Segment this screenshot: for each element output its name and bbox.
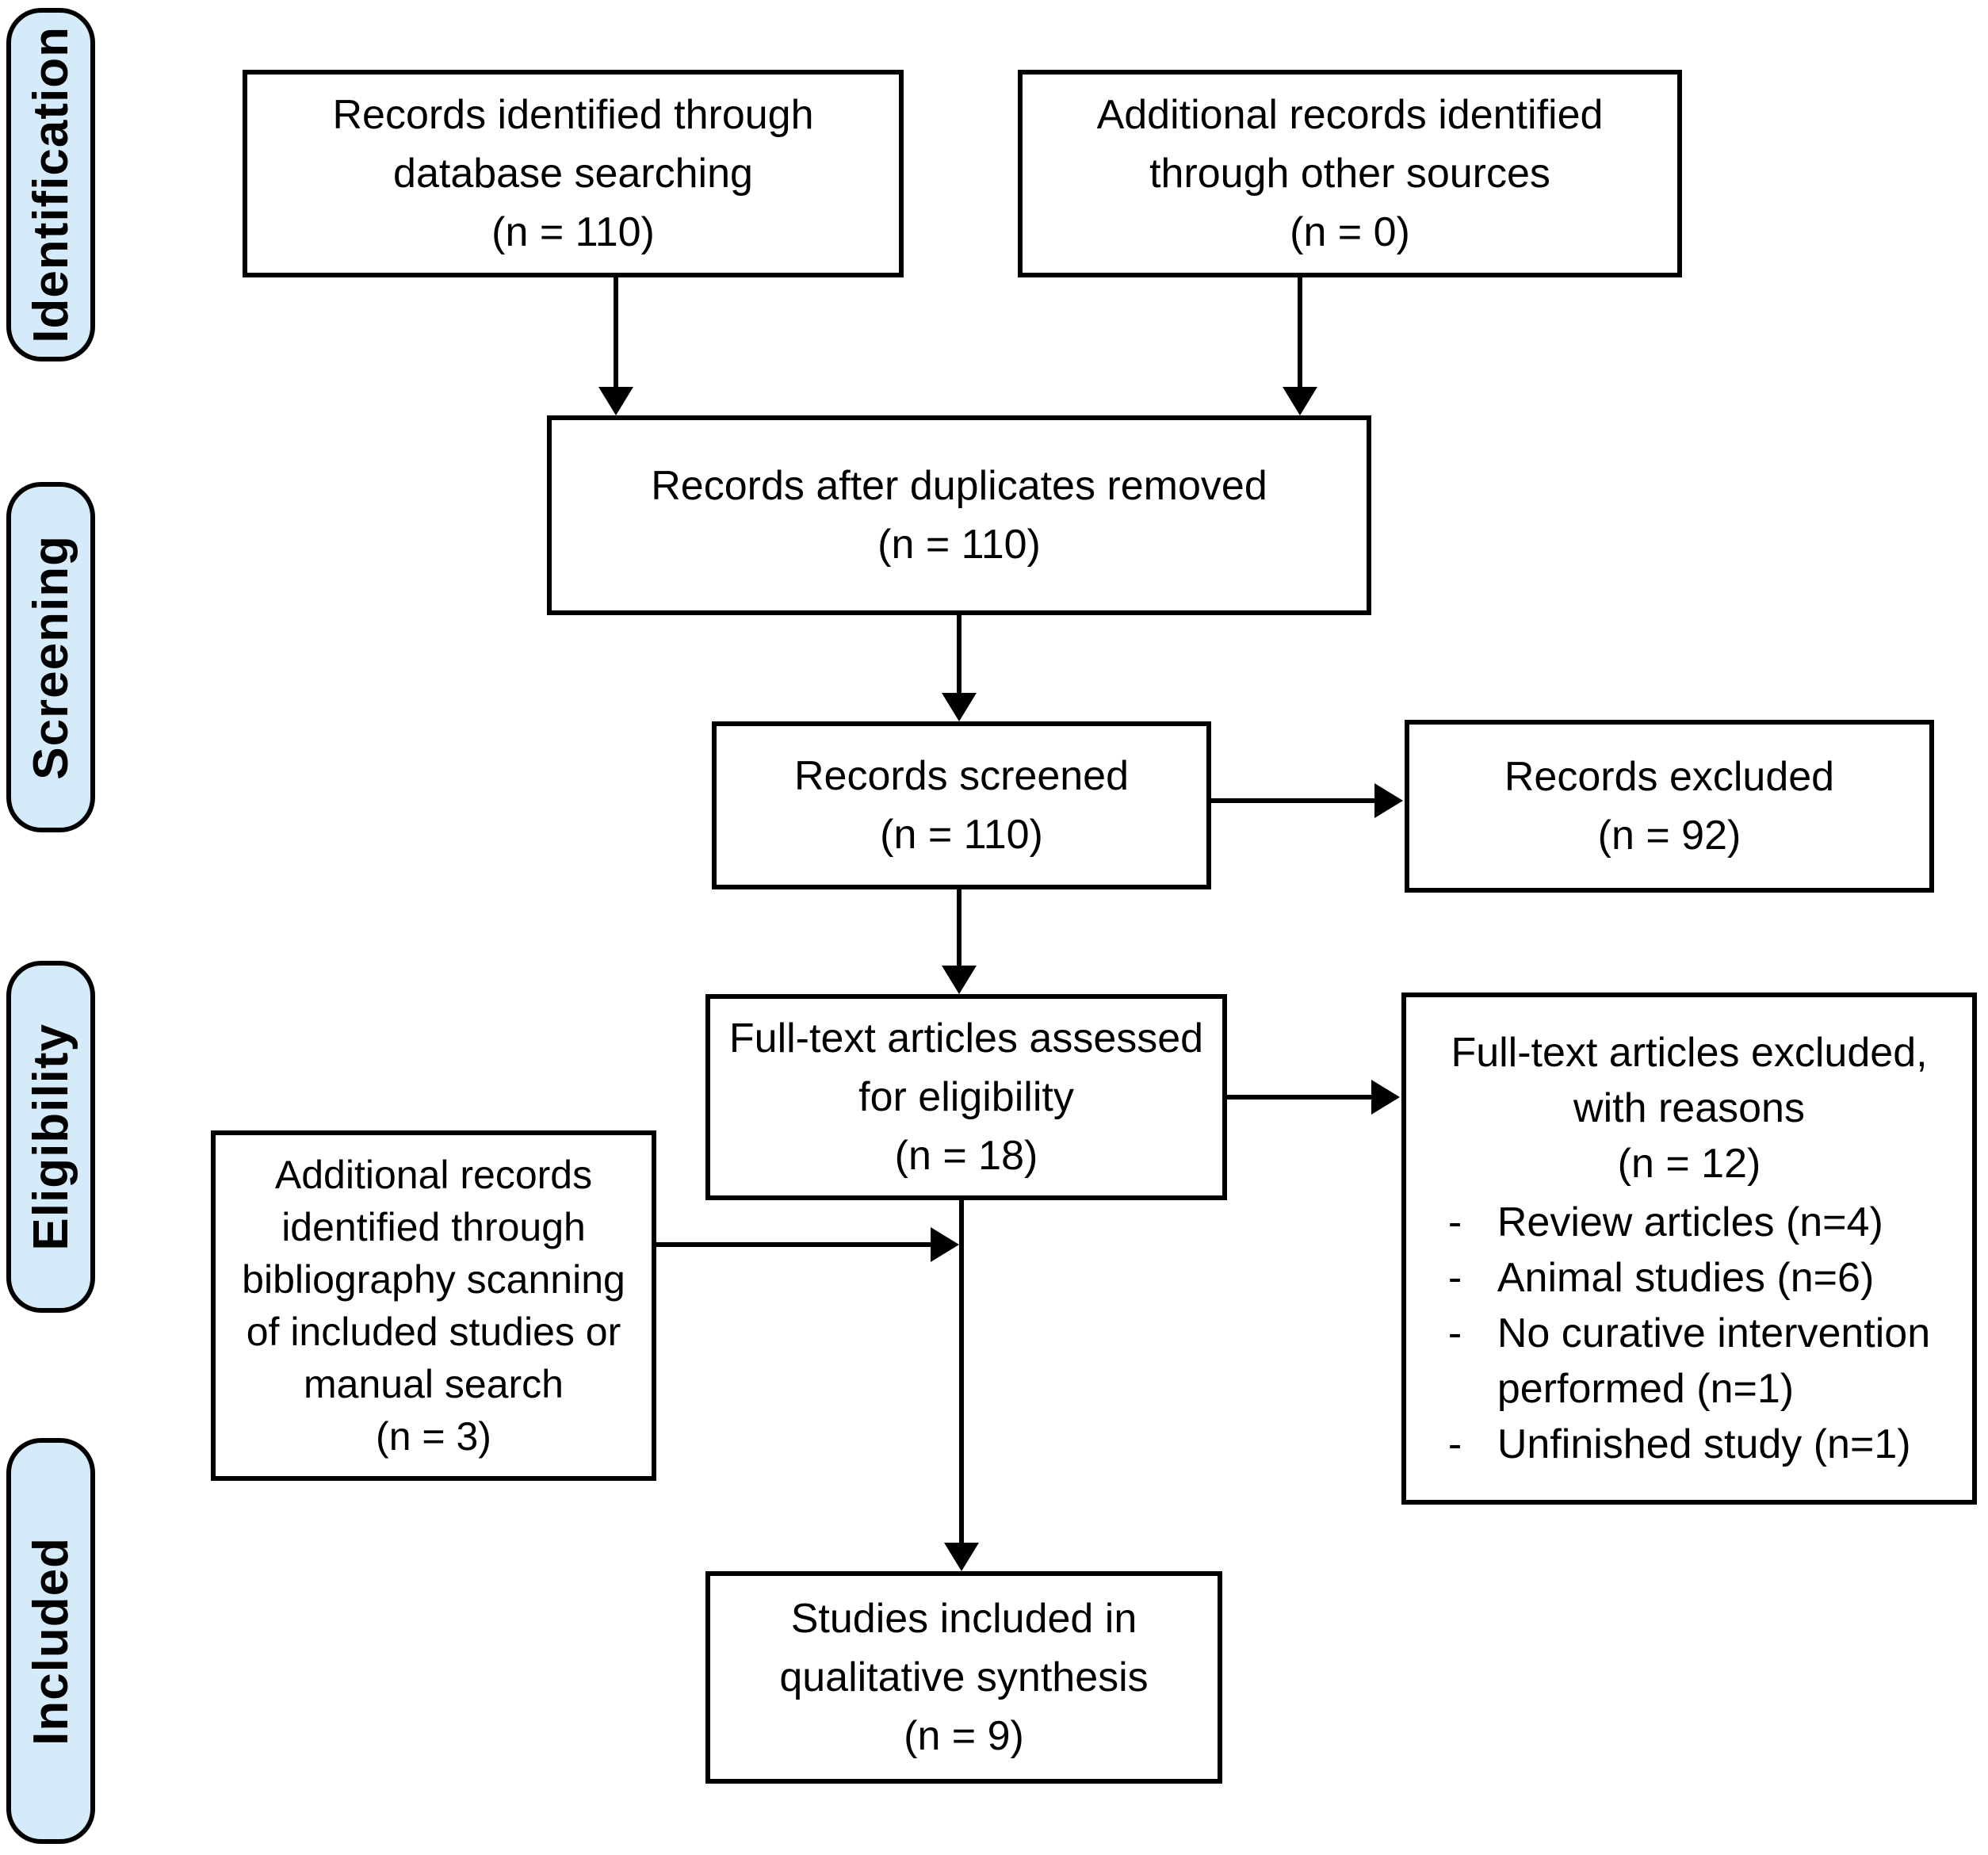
arrow-duplicates-to-screened-arrowhead-icon (942, 693, 977, 721)
box-bibliography-line3: bibliography scanning (242, 1257, 625, 1302)
reason-bullet: - (1447, 1421, 1462, 1467)
fulltext-excluded-reason-list: - Review articles (n=4) - Animal studies… (1440, 1195, 1938, 1472)
box-records-screened-line1: Records screened (794, 753, 1129, 799)
arrow-screened-to-excluded-arrowhead-icon (1374, 783, 1403, 818)
box-bibliography-scanning: Additional records identified through bi… (211, 1130, 656, 1481)
arrow-db-to-duplicates-line (614, 277, 618, 390)
box-bibliography-line5: manual search (304, 1362, 564, 1406)
arrow-bibliography-to-spine-line (656, 1242, 932, 1247)
stage-identification: Identification (6, 8, 95, 361)
arrow-other-to-duplicates-arrowhead-icon (1283, 387, 1317, 415)
stage-included: Included (6, 1438, 95, 1844)
arrow-other-to-duplicates-line (1298, 277, 1302, 390)
box-bibliography-line4: of included studies or (246, 1310, 621, 1354)
arrow-screened-to-excluded-line (1211, 798, 1376, 803)
box-records-excluded: Records excluded (n = 92) (1405, 720, 1934, 893)
arrow-bibliography-to-spine-arrowhead-icon (931, 1227, 959, 1262)
arrow-screened-to-fulltext-line (957, 889, 962, 969)
box-records-database: Records identified through database sear… (243, 70, 904, 277)
reason-text: Review articles (n=4) (1497, 1199, 1883, 1245)
box-qualitative-synthesis: Studies included in qualitative synthesi… (705, 1571, 1222, 1784)
box-records-database-line2: database searching (393, 151, 753, 197)
arrow-fulltext-to-included-arrowhead-icon (944, 1543, 979, 1571)
arrow-duplicates-to-screened-line (957, 615, 962, 694)
stage-included-label: Included (23, 1536, 78, 1746)
reason-bullet: - (1447, 1310, 1462, 1356)
reason-text: Animal studies (n=6) (1497, 1255, 1875, 1301)
box-records-database-line1: Records identified through (332, 92, 814, 138)
box-duplicates-removed-count: (n = 110) (877, 522, 1041, 568)
arrow-db-to-duplicates-arrowhead-icon (598, 387, 633, 415)
box-fulltext-assessed: Full-text articles assessed for eligibil… (705, 994, 1227, 1200)
reason-text: Unfinished study (n=1) (1497, 1421, 1911, 1467)
box-records-screened: Records screened (n = 110) (712, 721, 1211, 889)
stage-screening-label: Screening (23, 534, 78, 780)
box-records-other-line1: Additional records identified (1096, 92, 1604, 138)
stage-eligibility: Eligibility (6, 961, 95, 1313)
box-bibliography-line2: identified through (281, 1205, 586, 1249)
stage-screening: Screening (6, 482, 95, 832)
arrow-fulltext-to-excluded-arrowhead-icon (1371, 1080, 1400, 1115)
arrow-screened-to-fulltext-arrowhead-icon (942, 966, 977, 994)
box-duplicates-removed-line1: Records after duplicates removed (651, 463, 1267, 509)
reason-item: - Animal studies (n=6) (1440, 1250, 1938, 1306)
box-fulltext-assessed-line1: Full-text articles assessed (728, 1015, 1204, 1061)
box-records-other-line2: through other sources (1149, 151, 1550, 197)
box-records-other-sources: Additional records identified through ot… (1018, 70, 1682, 277)
box-fulltext-assessed-count: (n = 18) (894, 1133, 1038, 1179)
box-records-screened-count: (n = 110) (880, 812, 1043, 858)
box-fulltext-excluded-line1: Full-text articles excluded, (1451, 1030, 1928, 1076)
box-records-excluded-line1: Records excluded (1504, 754, 1835, 800)
reason-bullet: - (1447, 1199, 1462, 1245)
box-bibliography-count: (n = 3) (376, 1414, 491, 1459)
box-fulltext-excluded: Full-text articles excluded, with reason… (1401, 993, 1977, 1505)
box-qualitative-line1: Studies included in (790, 1596, 1137, 1642)
box-bibliography-line1: Additional records (274, 1153, 593, 1197)
box-qualitative-line2: qualitative synthesis (779, 1654, 1149, 1700)
box-fulltext-excluded-line2: with reasons (1573, 1085, 1805, 1131)
reason-text: No curative intervention performed (n=1) (1497, 1310, 1931, 1412)
box-duplicates-removed: Records after duplicates removed (n = 11… (547, 415, 1371, 615)
box-qualitative-count: (n = 9) (904, 1713, 1024, 1759)
arrow-fulltext-to-included-line (959, 1200, 964, 1544)
arrow-fulltext-to-excluded-line (1227, 1095, 1373, 1100)
reason-item: - Unfinished study (n=1) (1440, 1417, 1938, 1472)
reason-item: - Review articles (n=4) (1440, 1195, 1938, 1250)
box-fulltext-excluded-count: (n = 12) (1617, 1141, 1761, 1187)
stage-eligibility-label: Eligibility (23, 1023, 78, 1251)
reason-item: - No curative intervention performed (n=… (1440, 1306, 1938, 1417)
stage-identification-label: Identification (23, 26, 78, 343)
box-records-database-count: (n = 110) (491, 209, 655, 255)
box-fulltext-assessed-line2: for eligibility (858, 1074, 1074, 1120)
box-records-excluded-count: (n = 92) (1597, 813, 1741, 859)
box-records-other-count: (n = 0) (1290, 209, 1410, 255)
reason-bullet: - (1447, 1255, 1462, 1301)
